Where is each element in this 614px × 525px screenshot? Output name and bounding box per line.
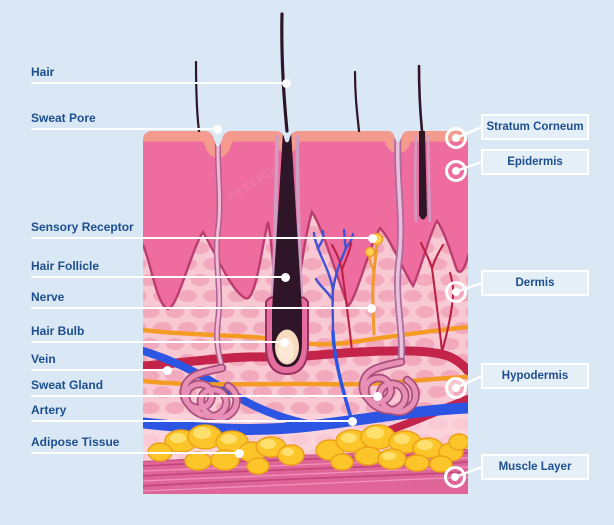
sweat-duct-left [213, 137, 225, 371]
callout-artery-label: Artery [31, 403, 67, 417]
hair-strand-1 [194, 60, 201, 133]
hair-strand-2 [280, 12, 289, 133]
layer-box-dermis-label: Dermis [515, 277, 555, 289]
hair-follicle-right [414, 131, 432, 223]
callout-nerve: Nerve [31, 290, 376, 313]
callout-sweat-pore: Sweat Pore [31, 111, 222, 134]
callout-vein-line [31, 365, 172, 375]
callout-nerve-label: Nerve [31, 290, 65, 304]
callout-sweat-pore-label: Sweat Pore [31, 111, 96, 125]
sweat-gland-right [363, 362, 416, 412]
callout-hair-bulb-label: Hair Bulb [31, 324, 85, 338]
nerve-blue-trunk [331, 330, 354, 423]
hairs [194, 12, 424, 133]
callout-sensory-receptor-line [31, 233, 377, 243]
connector-rings [444, 127, 467, 488]
layer-box-dermis: Dermis [481, 270, 589, 296]
hair-strand-3 [353, 70, 361, 133]
callout-vein: Vein [31, 352, 172, 375]
callout-vein-label: Vein [31, 352, 56, 366]
callout-sweat-gland-line [31, 391, 382, 401]
adipose-tissue [147, 424, 468, 475]
sweat-gland-left [179, 363, 241, 422]
artery [143, 402, 468, 435]
callout-sensory-receptor: Sensory Receptor [31, 220, 377, 243]
layer-box-epidermis: Epidermis [481, 149, 589, 175]
callout-sweat-pore-line [31, 124, 222, 134]
callout-sweat-gland-label: Sweat Gland [31, 378, 104, 392]
layer-box-stratum-corneum-label: Stratum Corneum [486, 121, 584, 133]
nerve-orange-upper [143, 324, 468, 347]
layer-box-epidermis-label: Epidermis [507, 156, 563, 168]
callout-hair-follicle-line [31, 272, 290, 282]
callout-hair-bulb-line [31, 337, 289, 347]
callout-artery: Artery [31, 403, 357, 426]
callout-hair-bulb: Hair Bulb [31, 324, 289, 347]
capillary-trees [330, 241, 455, 354]
callout-artery-line [31, 416, 357, 426]
layer-box-hypodermis-label: Hypodermis [501, 370, 569, 382]
sweat-duct-right [394, 134, 406, 366]
right-callout-connectors [444, 125, 483, 488]
callout-hair-follicle: Hair Follicle [31, 259, 290, 282]
callout-adipose-tissue: Adipose Tissue [31, 435, 244, 458]
hair-strand-4 [417, 64, 424, 133]
callout-hair-label: Hair [31, 65, 55, 79]
layer-box-stratum-corneum: Stratum Corneum [481, 114, 589, 140]
layer-box-muscle-layer-label: Muscle Layer [498, 461, 572, 473]
nerve-blue-tree [312, 228, 355, 334]
callout-hair-follicle-label: Hair Follicle [31, 259, 100, 273]
layer-box-muscle-layer: Muscle Layer [481, 454, 589, 480]
callout-sweat-gland: Sweat Gland [31, 378, 382, 401]
callout-hair-line [31, 78, 291, 88]
callout-sensory-receptor-label: Sensory Receptor [31, 220, 134, 234]
callout-adipose-tissue-label: Adipose Tissue [31, 435, 120, 449]
callout-nerve-line [31, 303, 376, 313]
callout-hair: Hair [31, 65, 291, 88]
layer-box-hypodermis: Hypodermis [481, 363, 589, 389]
callout-adipose-tissue-line [31, 448, 244, 458]
